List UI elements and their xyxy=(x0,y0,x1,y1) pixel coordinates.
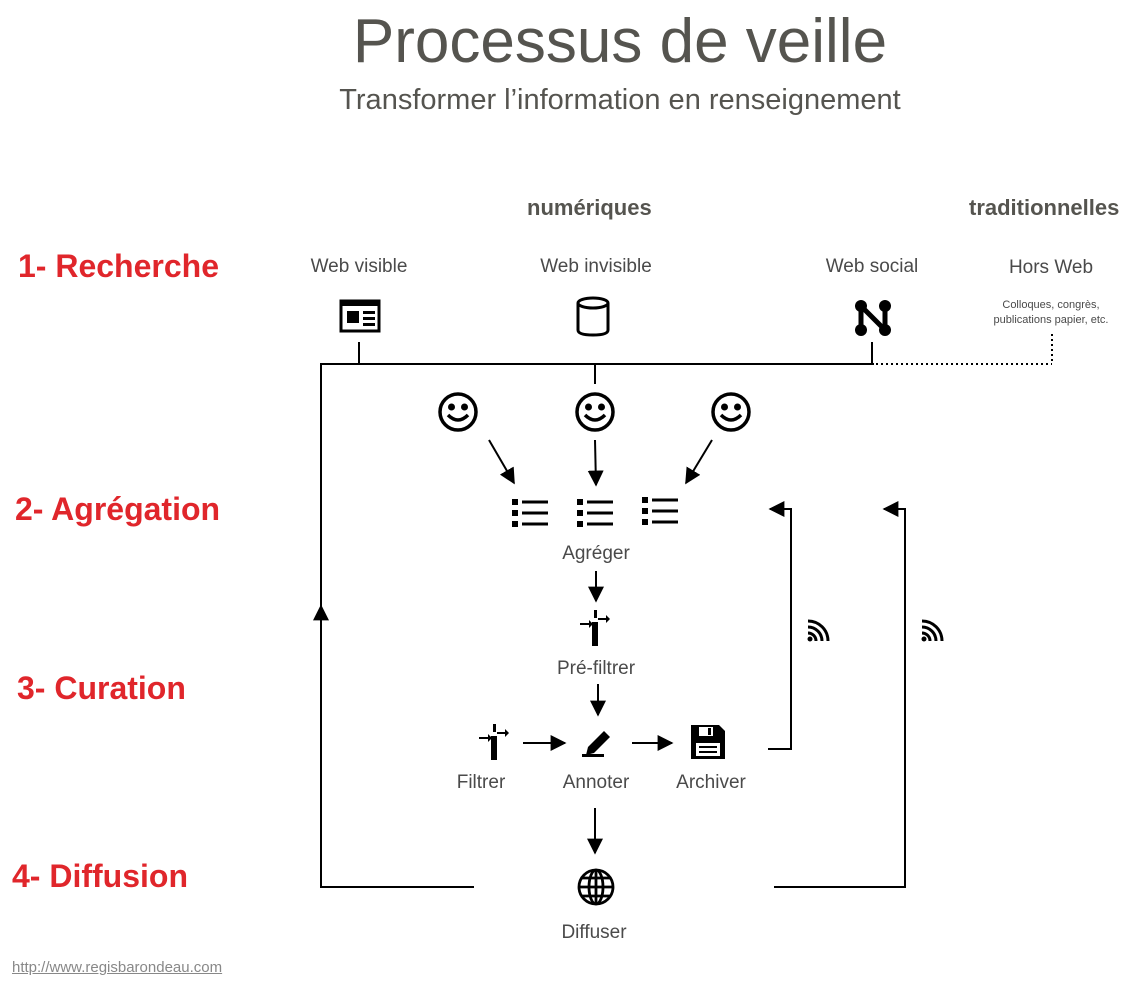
source-web-invisible: Web invisible xyxy=(540,256,652,277)
label-filter: Filtrer xyxy=(456,772,506,793)
news-icon xyxy=(339,299,381,333)
category-traditional: traditionnelles xyxy=(969,195,1120,220)
list-icon xyxy=(512,499,548,527)
rss-icon xyxy=(807,619,830,642)
page-subtitle: Transformer l’information en renseigneme… xyxy=(339,84,901,116)
label-prefilter: Pré-filtrer xyxy=(556,658,636,679)
smiley-icon xyxy=(438,392,478,432)
step-aggregation: 2- Agrégation xyxy=(15,491,221,527)
globe-icon xyxy=(577,868,615,906)
step-research: 1- Recherche xyxy=(18,248,219,284)
step-curation: 3- Curation xyxy=(17,670,186,706)
database-icon xyxy=(576,296,610,337)
arrow-smiley3-list xyxy=(685,439,713,485)
filter-icon xyxy=(479,724,509,760)
smiley-icon xyxy=(711,392,751,432)
floppy-icon xyxy=(691,725,725,759)
hors-web-note-line2: publications papier, etc. xyxy=(993,314,1109,326)
footer-link[interactable]: http://www.regisbarondeau.com xyxy=(12,959,223,976)
filter-icon xyxy=(580,610,610,646)
pen-icon xyxy=(582,731,610,757)
network-icon xyxy=(855,300,891,336)
source-web-visible: Web visible xyxy=(310,256,408,277)
label-annotate: Annoter xyxy=(562,772,630,793)
label-archive: Archiver xyxy=(676,772,746,793)
label-aggregate: Agréger xyxy=(562,543,630,564)
arrow-smiley1-list xyxy=(488,439,515,485)
list-icon xyxy=(577,499,613,527)
category-digital: numériques xyxy=(527,195,652,220)
arrow-smiley2-list xyxy=(587,439,604,487)
page-title: Processus de veille xyxy=(352,7,888,76)
source-hors-web: Hors Web xyxy=(1008,257,1094,278)
archive-loop-arrow xyxy=(768,501,792,750)
diffuse-loop-arrow xyxy=(774,501,906,888)
hors-web-note-line1: Colloques, congrès, xyxy=(1002,299,1100,311)
source-web-social: Web social xyxy=(825,256,919,277)
step-diffusion: 4- Diffusion xyxy=(12,858,188,894)
smiley-icon xyxy=(575,392,615,432)
rss-icon xyxy=(921,619,944,642)
label-diffuse: Diffuser xyxy=(561,922,627,943)
list-icon xyxy=(642,497,678,525)
